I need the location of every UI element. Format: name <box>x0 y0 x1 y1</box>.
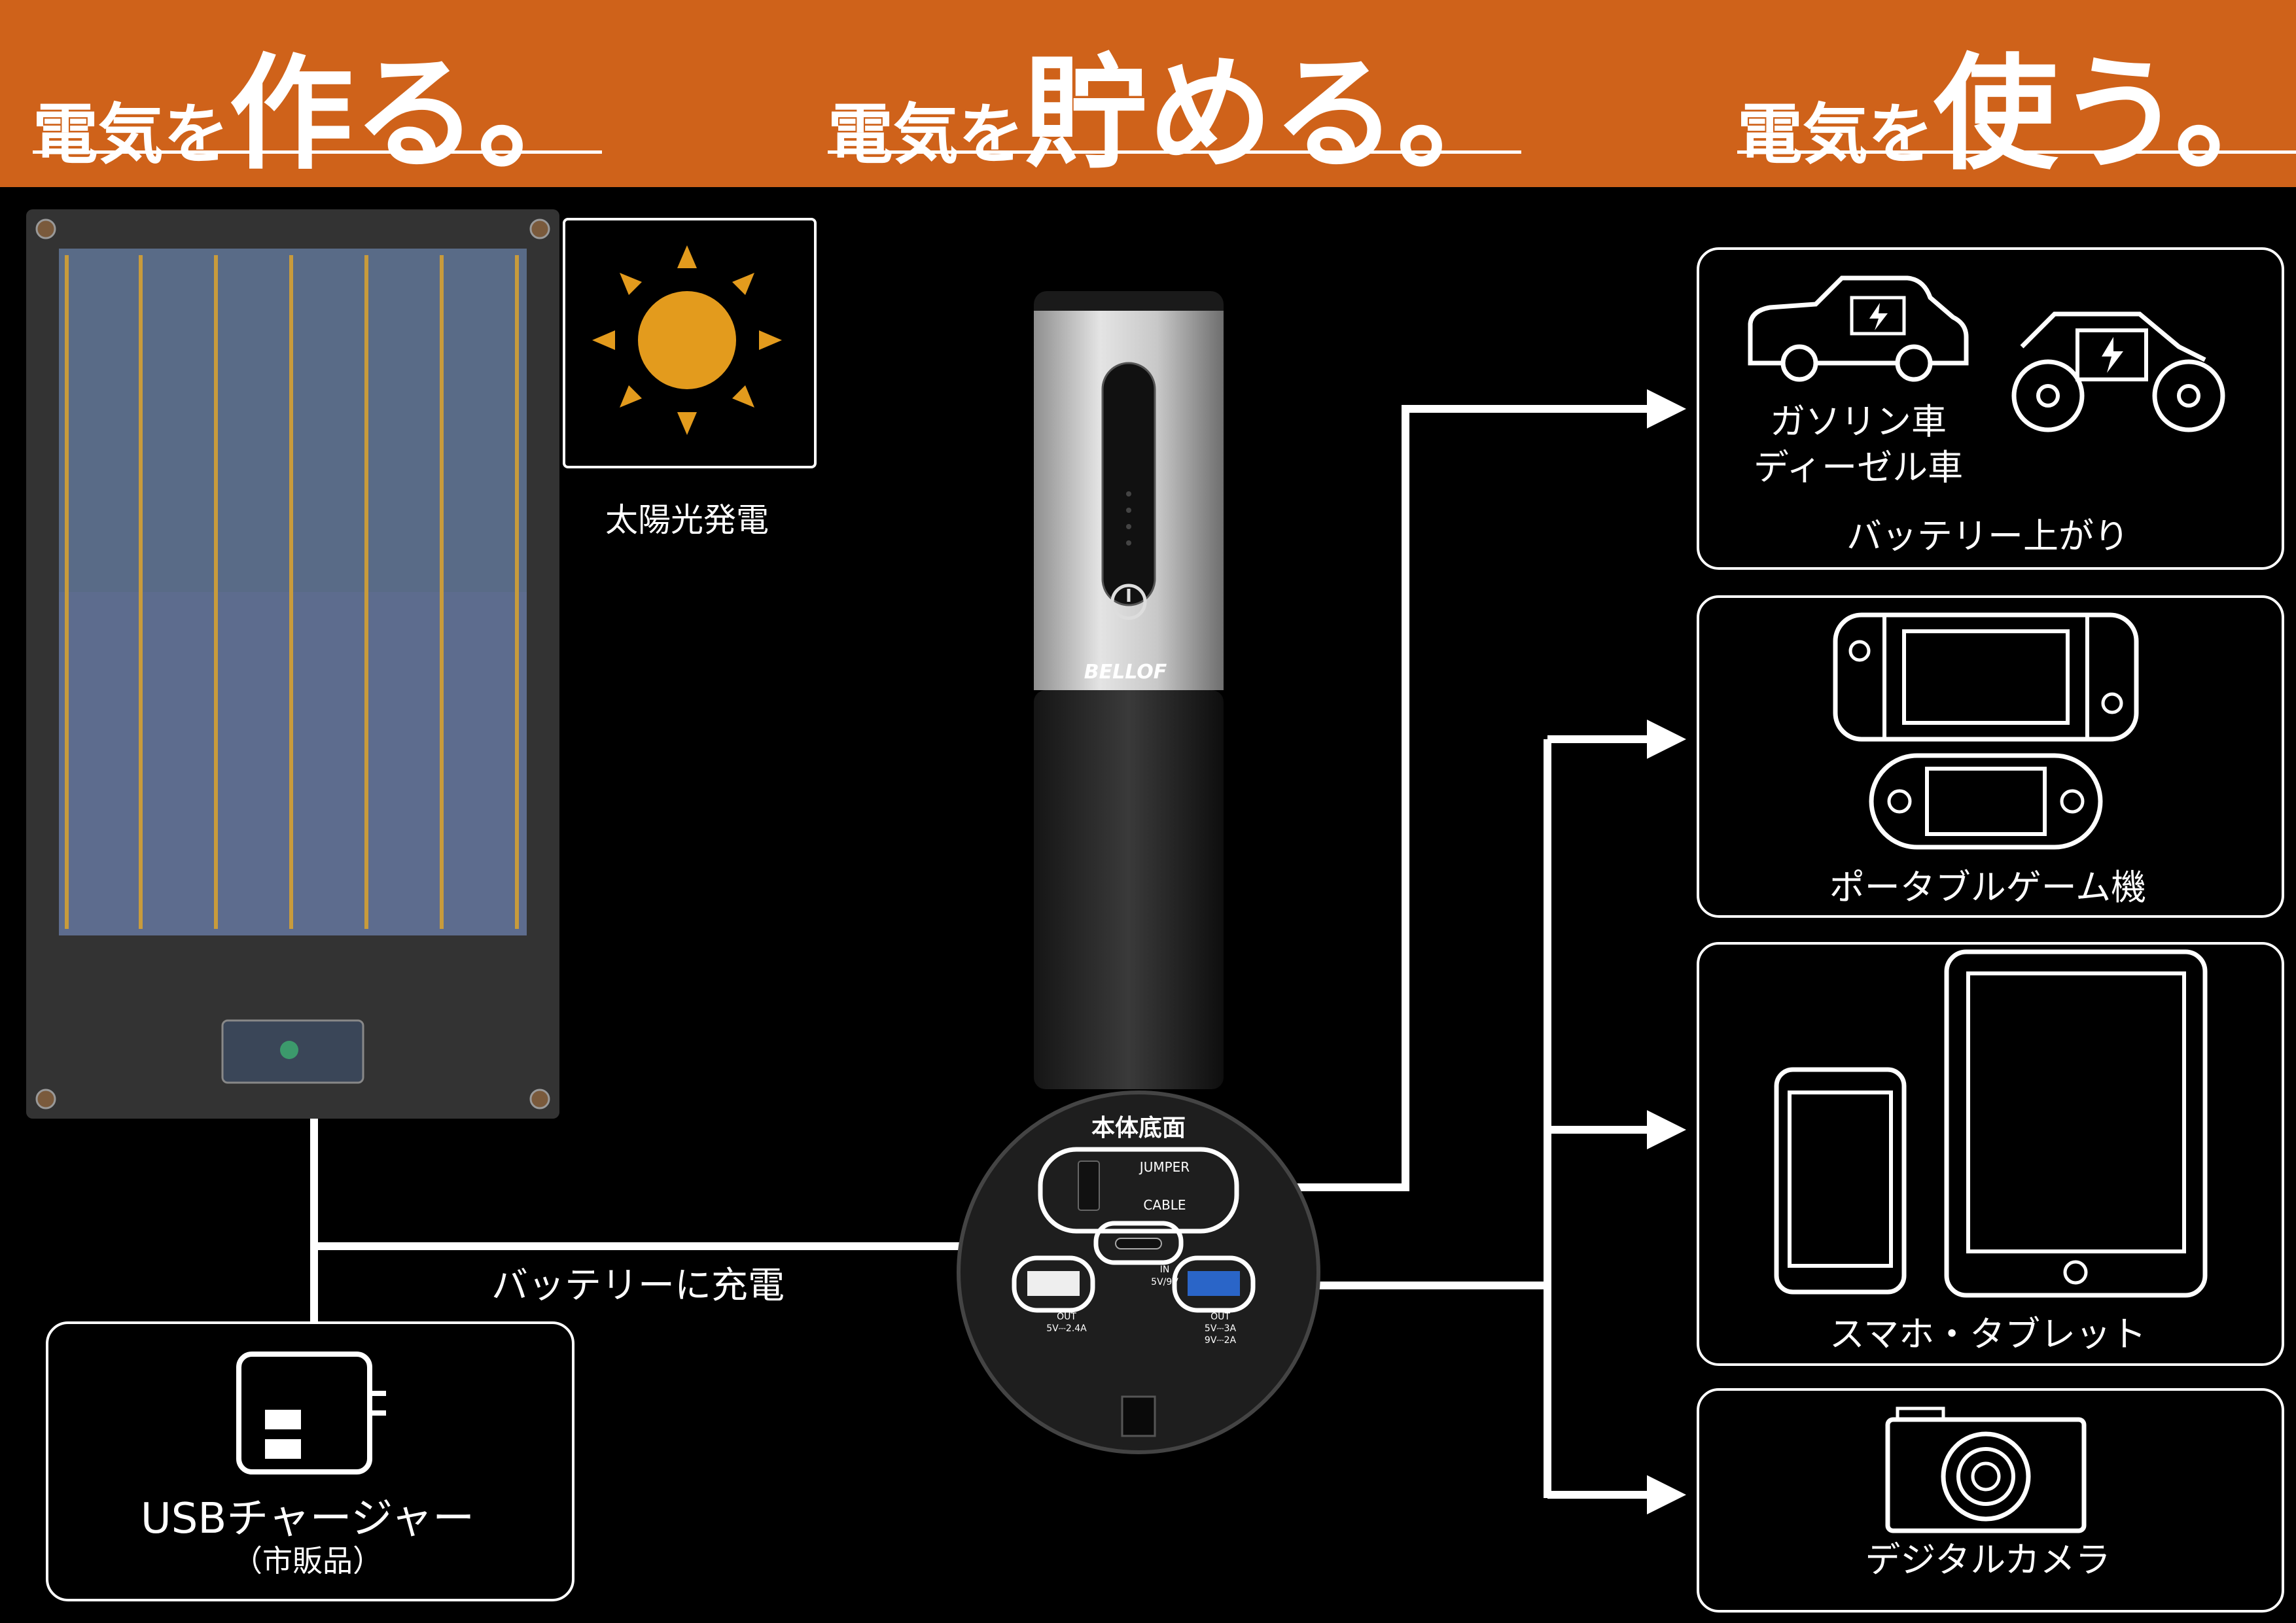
usb-charger-icon <box>236 1352 386 1475</box>
title-use: 電気を使う。 <box>1737 13 2296 186</box>
out-spec-left: 5V⎓2.4A <box>1046 1323 1087 1334</box>
charger-box <box>46 1321 574 1601</box>
charger-label: USBチャージャー <box>140 1495 475 1543</box>
solar-panel <box>26 209 559 1119</box>
vehicles-caption: バッテリー上がり <box>1846 515 2129 557</box>
power-bank <box>1034 291 1224 1089</box>
in-label: IN <box>1159 1265 1170 1275</box>
out-label-left: OUT <box>1057 1312 1076 1322</box>
out-label-right: OUT <box>1210 1312 1230 1322</box>
jumper-label-1: JUMPER <box>1139 1159 1190 1175</box>
camera-box <box>1697 1388 2284 1613</box>
games-box <box>1697 595 2284 918</box>
tablet-icon <box>1944 949 2208 1298</box>
camera-caption: デジタルカメラ <box>1865 1539 2111 1580</box>
charge-label: バッテリーに充電 <box>491 1265 785 1307</box>
games-caption: ポータブルゲーム機 <box>1829 867 2147 908</box>
motorcycle-icon <box>2011 311 2225 432</box>
car-label-1: ガソリン車 <box>1770 401 1947 442</box>
car-icon <box>1748 275 1969 382</box>
out-spec-right-1: 5V⎓3A <box>1204 1323 1237 1334</box>
title-make: 電気を作る。 <box>33 13 603 186</box>
sun-icon <box>592 245 782 435</box>
mobile-caption: スマホ・タブレット <box>1829 1314 2147 1355</box>
handheld-console-icon <box>1869 753 2103 850</box>
device-bottom <box>957 1091 1320 1454</box>
bottom-label: 本体底面 <box>1091 1115 1186 1142</box>
charger-note: （市販品） <box>232 1543 383 1579</box>
in-spec: 5V/9V <box>1151 1277 1178 1287</box>
car-label-2: ディーゼル車 <box>1753 447 1964 488</box>
smartphone-icon <box>1774 1067 1907 1295</box>
camera-icon <box>1885 1406 2087 1533</box>
header-banner <box>0 0 2296 187</box>
switch-console-icon <box>1833 612 2139 742</box>
brand-logo: BELLOF <box>1084 661 1167 684</box>
mobile-box <box>1697 942 2284 1366</box>
sun-label: 太陽光発電 <box>605 501 769 539</box>
out-spec-right-2: 9V⎓2A <box>1204 1335 1237 1346</box>
sun-box <box>563 218 817 468</box>
jumper-label-2: CABLE <box>1143 1197 1186 1213</box>
title-store: 電気を貯める。 <box>828 13 1522 186</box>
vehicles-box <box>1697 247 2284 570</box>
